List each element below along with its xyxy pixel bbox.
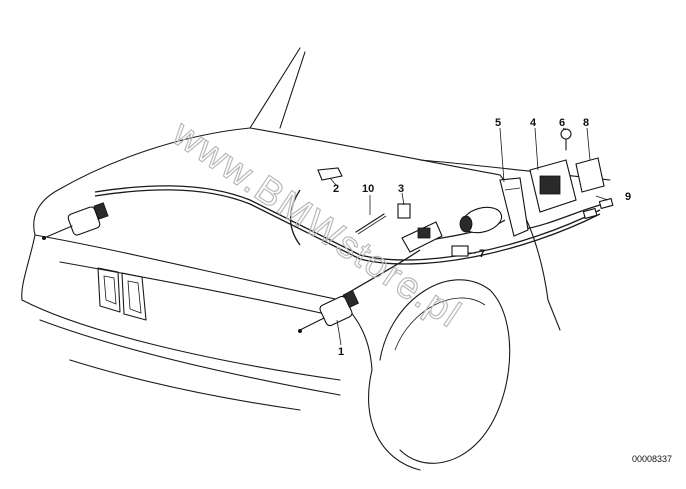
drawing-number: 00008337 bbox=[632, 454, 672, 464]
bracket bbox=[499, 177, 529, 237]
control-unit bbox=[529, 159, 577, 213]
callout-2: 2 bbox=[333, 183, 339, 195]
callout-7: 7 bbox=[479, 248, 485, 260]
leader-lines bbox=[329, 127, 609, 346]
callout-8: 8 bbox=[583, 117, 589, 129]
small-connector bbox=[397, 203, 411, 219]
relay bbox=[575, 157, 605, 193]
callout-10: 10 bbox=[362, 183, 374, 195]
bolt-part bbox=[355, 213, 387, 235]
center-junction bbox=[401, 221, 443, 253]
callout-6: 6 bbox=[559, 117, 565, 129]
callout-5: 5 bbox=[495, 117, 501, 129]
washer-unit-left bbox=[42, 202, 109, 240]
callout-9: 9 bbox=[625, 191, 631, 203]
callout-3: 3 bbox=[398, 183, 404, 195]
screw bbox=[560, 128, 572, 151]
plug-connectors bbox=[582, 197, 614, 220]
callout-4: 4 bbox=[530, 117, 537, 129]
cable-clip bbox=[317, 167, 343, 181]
grommet bbox=[451, 245, 469, 257]
watermark-text: www.BMWstore.pl bbox=[164, 112, 469, 337]
car-body-outline bbox=[21, 47, 611, 471]
pump-motor bbox=[459, 206, 503, 234]
washer-unit-lower bbox=[298, 290, 360, 333]
callout-1: 1 bbox=[338, 346, 344, 358]
